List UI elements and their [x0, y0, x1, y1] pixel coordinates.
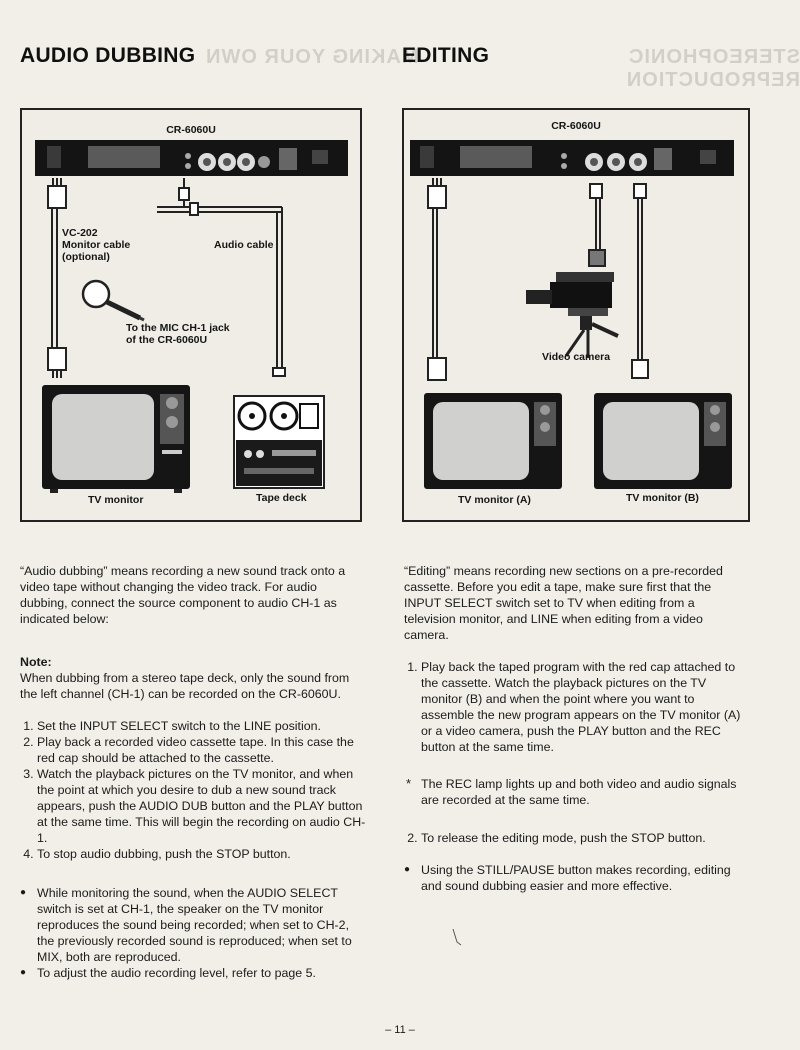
- editing-star-note: The REC lamp lights up and both video an…: [404, 776, 748, 808]
- audio-cable-label: Audio cable: [214, 239, 274, 251]
- ghost-text-left: MAKING YOUR OWN: [205, 46, 419, 68]
- monitor-cable-label: VC-202 Monitor cable (optional): [62, 227, 131, 263]
- list-item: To stop audio dubbing, push the STOP but…: [37, 846, 366, 862]
- audio-dubbing-steps: Set the INPUT SELECT switch to the LINE …: [20, 718, 366, 862]
- pencil-mark-icon: [452, 928, 462, 946]
- editing-text: “Editing” means recording new sections o…: [404, 563, 748, 894]
- tv-monitor-a-icon: [424, 393, 562, 489]
- tv-monitor-icon: [42, 385, 190, 493]
- audio-dubbing-intro: “Audio dubbing” means recording a new so…: [20, 564, 346, 626]
- note-text: When dubbing from a stereo tape deck, on…: [20, 671, 350, 701]
- microphone-icon: [81, 279, 145, 322]
- audio-dubbing-bullets: While monitoring the sound, when the AUD…: [20, 885, 366, 981]
- list-item: While monitoring the sound, when the AUD…: [20, 885, 366, 965]
- tv-monitor-label: TV monitor: [88, 494, 144, 506]
- editing-bullets: Using the STILL/PAUSE button makes recor…: [404, 862, 748, 894]
- recorder-label: CR-6060U: [166, 124, 216, 136]
- video-cable-a-icon: [588, 183, 606, 267]
- video-camera-label: Video camera: [542, 351, 611, 363]
- page-number: – 11 –: [385, 1024, 415, 1036]
- note-label: Note:: [20, 655, 52, 669]
- editing-intro: “Editing” means recording new sections o…: [404, 564, 723, 642]
- editing-diagram: CR-6060U Video camera TV monitor (A) TV …: [402, 108, 750, 522]
- monitor-cable-icon: [427, 178, 447, 381]
- editing-illustration: [410, 140, 734, 489]
- tape-deck-label: Tape deck: [256, 492, 307, 504]
- editing-step-2: To release the editing mode, push the ST…: [404, 830, 748, 846]
- audio-dubbing-diagram: CR-6060U VC-202 Monitor cable (optional)…: [20, 108, 362, 522]
- audio-cable-icon: [157, 178, 286, 377]
- list-item: Watch the playback pictures on the TV mo…: [37, 766, 366, 846]
- tv-monitor-a-label: TV monitor (A): [458, 494, 531, 506]
- mic-jack-label: To the MIC CH-1 jack of the CR-6060U: [126, 322, 230, 346]
- list-item: The REC lamp lights up and both video an…: [406, 776, 748, 808]
- audio-dubbing-heading: AUDIO DUBBING: [20, 44, 196, 67]
- editing-step-1: Play back the taped program with the red…: [404, 659, 748, 755]
- list-item: Play back the taped program with the red…: [421, 659, 748, 755]
- editing-heading: EDITING: [402, 44, 490, 67]
- recorder-label: CR-6060U: [551, 120, 601, 132]
- recorder-rear-panel-icon: [410, 140, 734, 176]
- audio-dubbing-text: “Audio dubbing” means recording a new so…: [20, 563, 366, 981]
- recorder-rear-panel-icon: [35, 140, 348, 176]
- ghost-text-right: STEREOPHONIC REPRODUCTION: [625, 46, 800, 91]
- tv-monitor-b-label: TV monitor (B): [626, 492, 699, 504]
- video-camera-icon: [526, 272, 619, 358]
- list-item: Set the INPUT SELECT switch to the LINE …: [37, 718, 366, 734]
- list-item: Play back a recorded video cassette tape…: [37, 734, 366, 766]
- list-item: Using the STILL/PAUSE button makes recor…: [404, 862, 748, 894]
- audio-dubbing-illustration: [35, 140, 348, 493]
- tv-monitor-b-icon: [594, 393, 732, 489]
- monitor-cable-icon: [47, 178, 67, 378]
- list-item: To release the editing mode, push the ST…: [421, 830, 748, 846]
- video-cable-b-icon: [631, 183, 649, 379]
- tape-deck-icon: [233, 395, 325, 489]
- list-item: To adjust the audio recording level, ref…: [20, 965, 366, 981]
